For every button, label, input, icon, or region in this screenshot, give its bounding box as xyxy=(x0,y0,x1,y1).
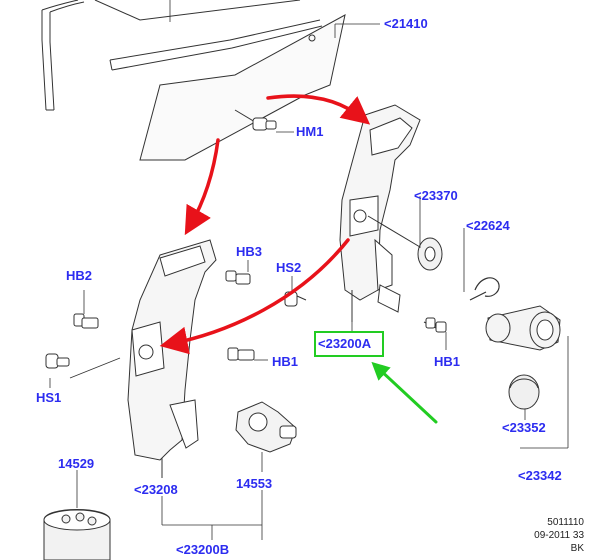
callout-14529[interactable]: 14529 xyxy=(58,456,95,471)
callout-23208[interactable]: <23208 xyxy=(134,482,178,497)
callout-14553[interactable]: 14553 xyxy=(236,476,273,491)
callout-hb1-right[interactable]: HB1 xyxy=(434,354,461,369)
reference-code: BK xyxy=(570,543,584,554)
arrow-glass-to-left-regulator xyxy=(184,138,220,236)
callout-hm1[interactable]: HM1 xyxy=(296,124,324,139)
hb3-bolt xyxy=(225,270,251,285)
callout-hb2[interactable]: HB2 xyxy=(66,268,93,283)
wire-clip xyxy=(469,277,500,301)
regulator-left xyxy=(127,239,217,478)
callout-hs1[interactable]: HS1 xyxy=(36,390,62,405)
callout-23370[interactable]: <23370 xyxy=(414,188,458,203)
hm1-bolt xyxy=(234,109,277,131)
hb2-bolt xyxy=(73,313,99,329)
drawing-reference: 5011110 09-2011 33 BK xyxy=(534,516,584,555)
callout-hs2[interactable]: HS2 xyxy=(276,260,302,275)
callout-22624[interactable]: <22624 xyxy=(466,218,510,233)
seal-disc xyxy=(367,215,443,271)
regulator-right xyxy=(339,104,421,322)
window-motor xyxy=(235,401,297,453)
glass-run-channel xyxy=(41,0,323,111)
motor-plug xyxy=(508,374,540,410)
red-arrows xyxy=(159,94,371,355)
reference-date: 09-2011 33 xyxy=(534,530,584,541)
callout-23342[interactable]: <23342 xyxy=(518,468,562,483)
control-module xyxy=(43,509,111,560)
door-glass xyxy=(139,14,346,161)
arrow-glass-to-regulator xyxy=(266,94,371,125)
leader-lines xyxy=(49,0,569,540)
highlight-box-23200a xyxy=(314,331,384,357)
hb1-right-bolt xyxy=(423,317,447,333)
green-arrow xyxy=(371,361,438,424)
callout-23200b[interactable]: <23200B xyxy=(176,542,230,557)
motor-cover xyxy=(485,305,561,351)
callout-23200a[interactable]: <23200A xyxy=(318,336,372,351)
arrow-regulator-to-left xyxy=(159,238,350,355)
callout-hb3[interactable]: HB3 xyxy=(236,244,263,259)
hb1-left-bolt xyxy=(227,347,255,361)
callout-hb1-left[interactable]: HB1 xyxy=(272,354,299,369)
callout-23352[interactable]: <23352 xyxy=(502,420,546,435)
hs1-screw xyxy=(45,353,70,369)
callout-21410[interactable]: <21410 xyxy=(384,16,428,31)
reference-number: 5011110 xyxy=(547,517,584,528)
